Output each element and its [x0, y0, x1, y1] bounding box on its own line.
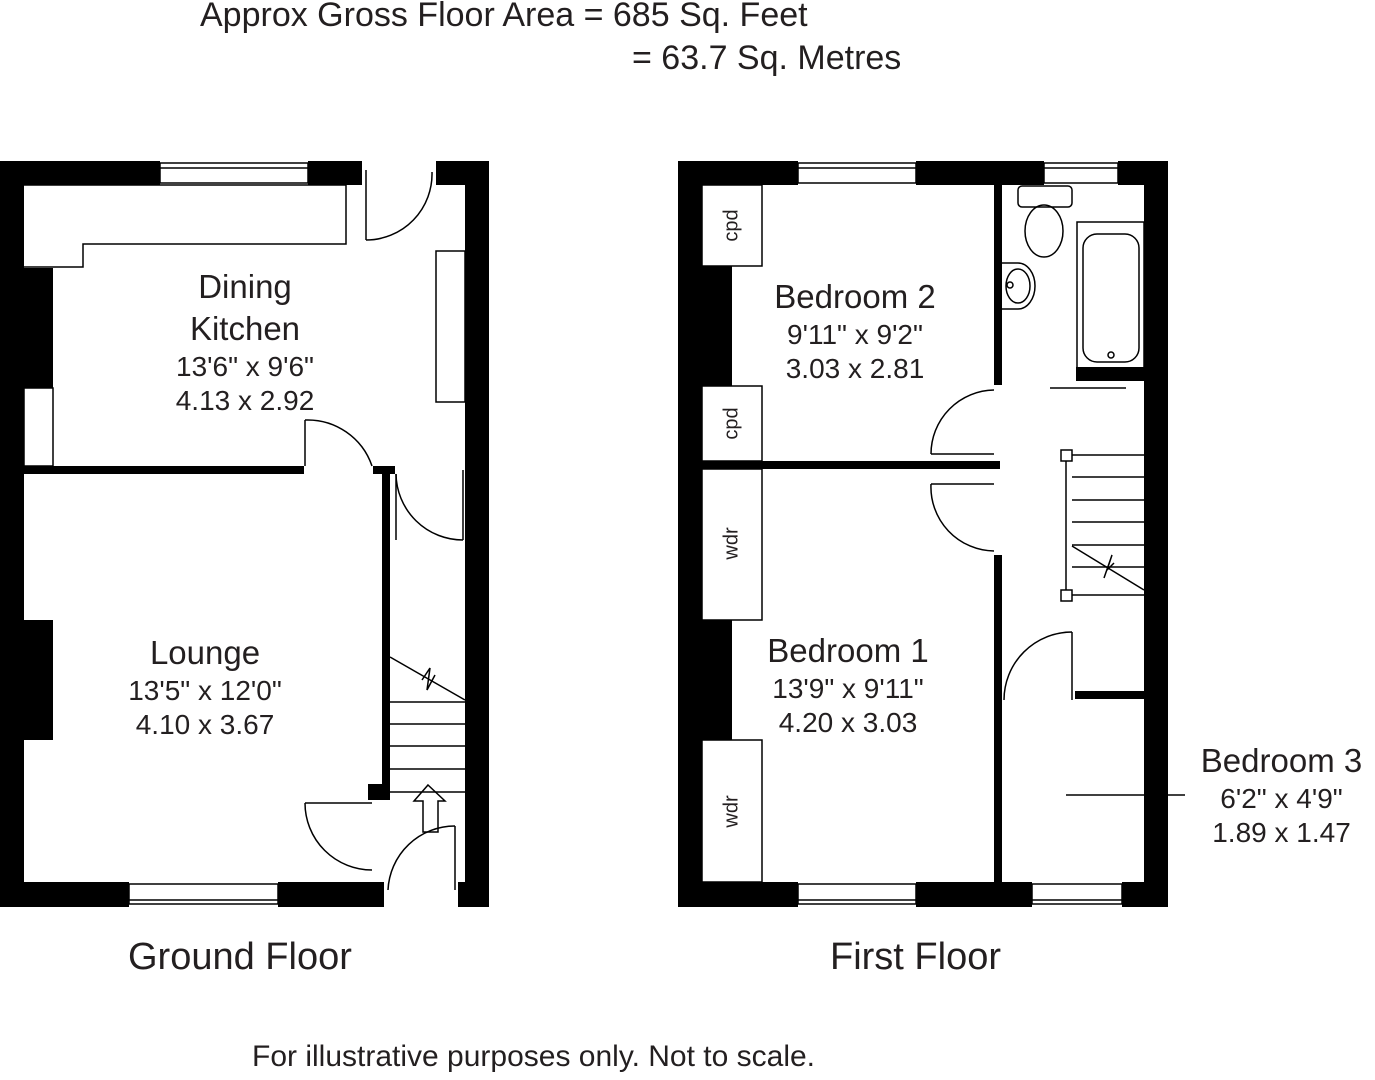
gross-floor-area-sqm: = 63.7 Sq. Metres [632, 39, 902, 77]
room-dimensions-imperial: 9'11" x 9'2" [787, 319, 923, 350]
room-dining-kitchen: Dining Kitchen 13'6" x 9'6" 4.13 x 2.92 [140, 266, 350, 418]
ground-floor-walls [0, 161, 489, 907]
room-bedroom-2: Bedroom 2 9'11" x 9'2" 3.03 x 2.81 [745, 276, 965, 386]
room-bedroom-3: Bedroom 3 6'2" x 4'9" 1.89 x 1.47 [1184, 740, 1375, 850]
room-dimensions-metric: 4.13 x 2.92 [175, 385, 315, 416]
storage-cupboard-label: cpd [720, 407, 743, 440]
room-name: Lounge [149, 634, 261, 671]
ground-floor-fixtures [23, 162, 466, 905]
room-name: Bedroom 3 [1200, 742, 1363, 779]
storage-wardrobe-label: wdr [720, 527, 743, 560]
disclaimer: For illustrative purposes only. Not to s… [252, 1040, 816, 1073]
room-lounge: Lounge 13'5" x 12'0" 4.10 x 3.67 [100, 632, 310, 742]
room-dimensions-metric: 4.20 x 3.03 [778, 707, 918, 738]
gross-floor-area-sqft: Approx Gross Floor Area = 685 Sq. Feet [200, 0, 808, 34]
storage-cupboard-label: cpd [720, 209, 743, 242]
ground-floor-label: Ground Floor [128, 936, 352, 978]
first-floor-label: First Floor [830, 936, 1001, 978]
first-floor-walls [678, 161, 1168, 907]
room-name: Bedroom 1 [767, 632, 929, 669]
room-dimensions-imperial: 13'6" x 9'6" [176, 351, 314, 382]
room-dimensions-imperial: 13'9" x 9'11" [772, 673, 924, 704]
room-name-line2: Kitchen [189, 310, 301, 347]
room-dimensions-metric: 3.03 x 2.81 [785, 353, 925, 384]
room-dimensions-metric: 4.10 x 3.67 [135, 709, 275, 740]
storage-wardrobe-label: wdr [720, 795, 743, 828]
first-floor-fixtures [701, 162, 1185, 905]
room-name: Bedroom 2 [774, 278, 936, 315]
room-dimensions-imperial: 13'5" x 12'0" [128, 675, 282, 706]
room-bedroom-1: Bedroom 1 13'9" x 9'11" 4.20 x 3.03 [738, 630, 958, 740]
room-dimensions-metric: 1.89 x 1.47 [1212, 817, 1351, 848]
room-name: Dining [198, 268, 292, 305]
room-dimensions-imperial: 6'2" x 4'9" [1220, 783, 1343, 814]
